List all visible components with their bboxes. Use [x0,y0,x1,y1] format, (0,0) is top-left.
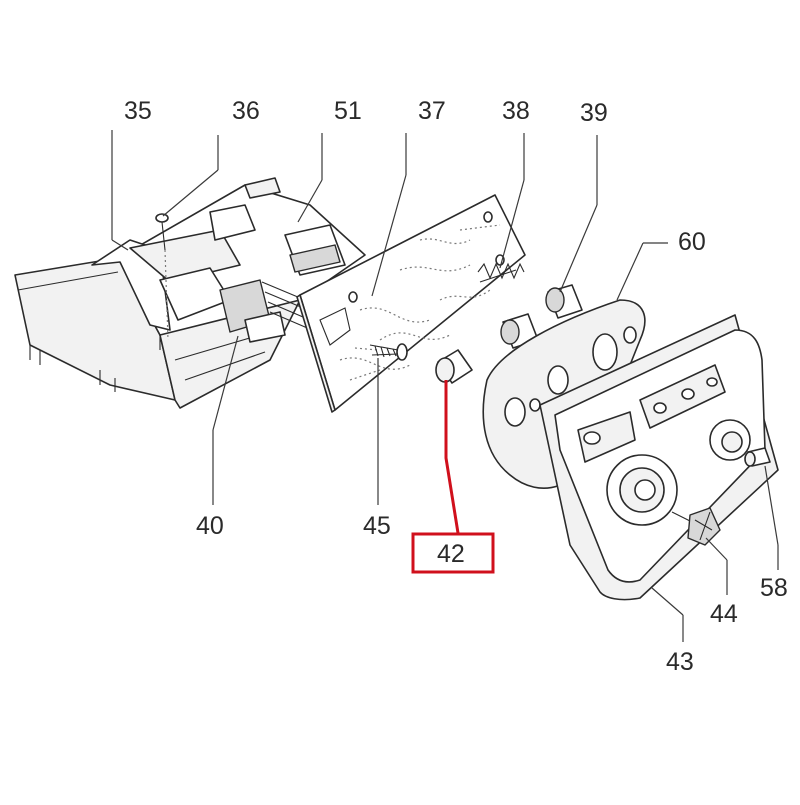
leader-lines [111,130,779,642]
spring-38 [477,262,525,283]
callout-58: 58 [760,574,788,602]
screw-36 [155,213,169,341]
circuit-board [296,194,526,413]
callout-38: 38 [502,97,530,125]
callout-37: 37 [418,97,446,125]
connector-40 [219,279,313,343]
callout-39: 39 [580,99,608,127]
callout-45: 45 [363,512,391,540]
pin-58 [744,447,771,467]
callout-44: 44 [710,600,738,628]
callout-51: 51 [334,97,362,125]
callout-42: 42 [437,540,465,568]
front-panel-43 [539,314,779,601]
screw-45 [354,343,408,361]
highlight-box [411,532,495,574]
highlight-42 [411,380,495,574]
highlight-leader [444,380,460,534]
callout-36: 36 [232,97,260,125]
callout-35: 35 [124,97,152,125]
callout-43: 43 [666,648,694,676]
knob-44 [671,507,721,546]
knob-42 [435,349,473,384]
callout-60: 60 [678,228,706,256]
callout-40: 40 [196,512,224,540]
